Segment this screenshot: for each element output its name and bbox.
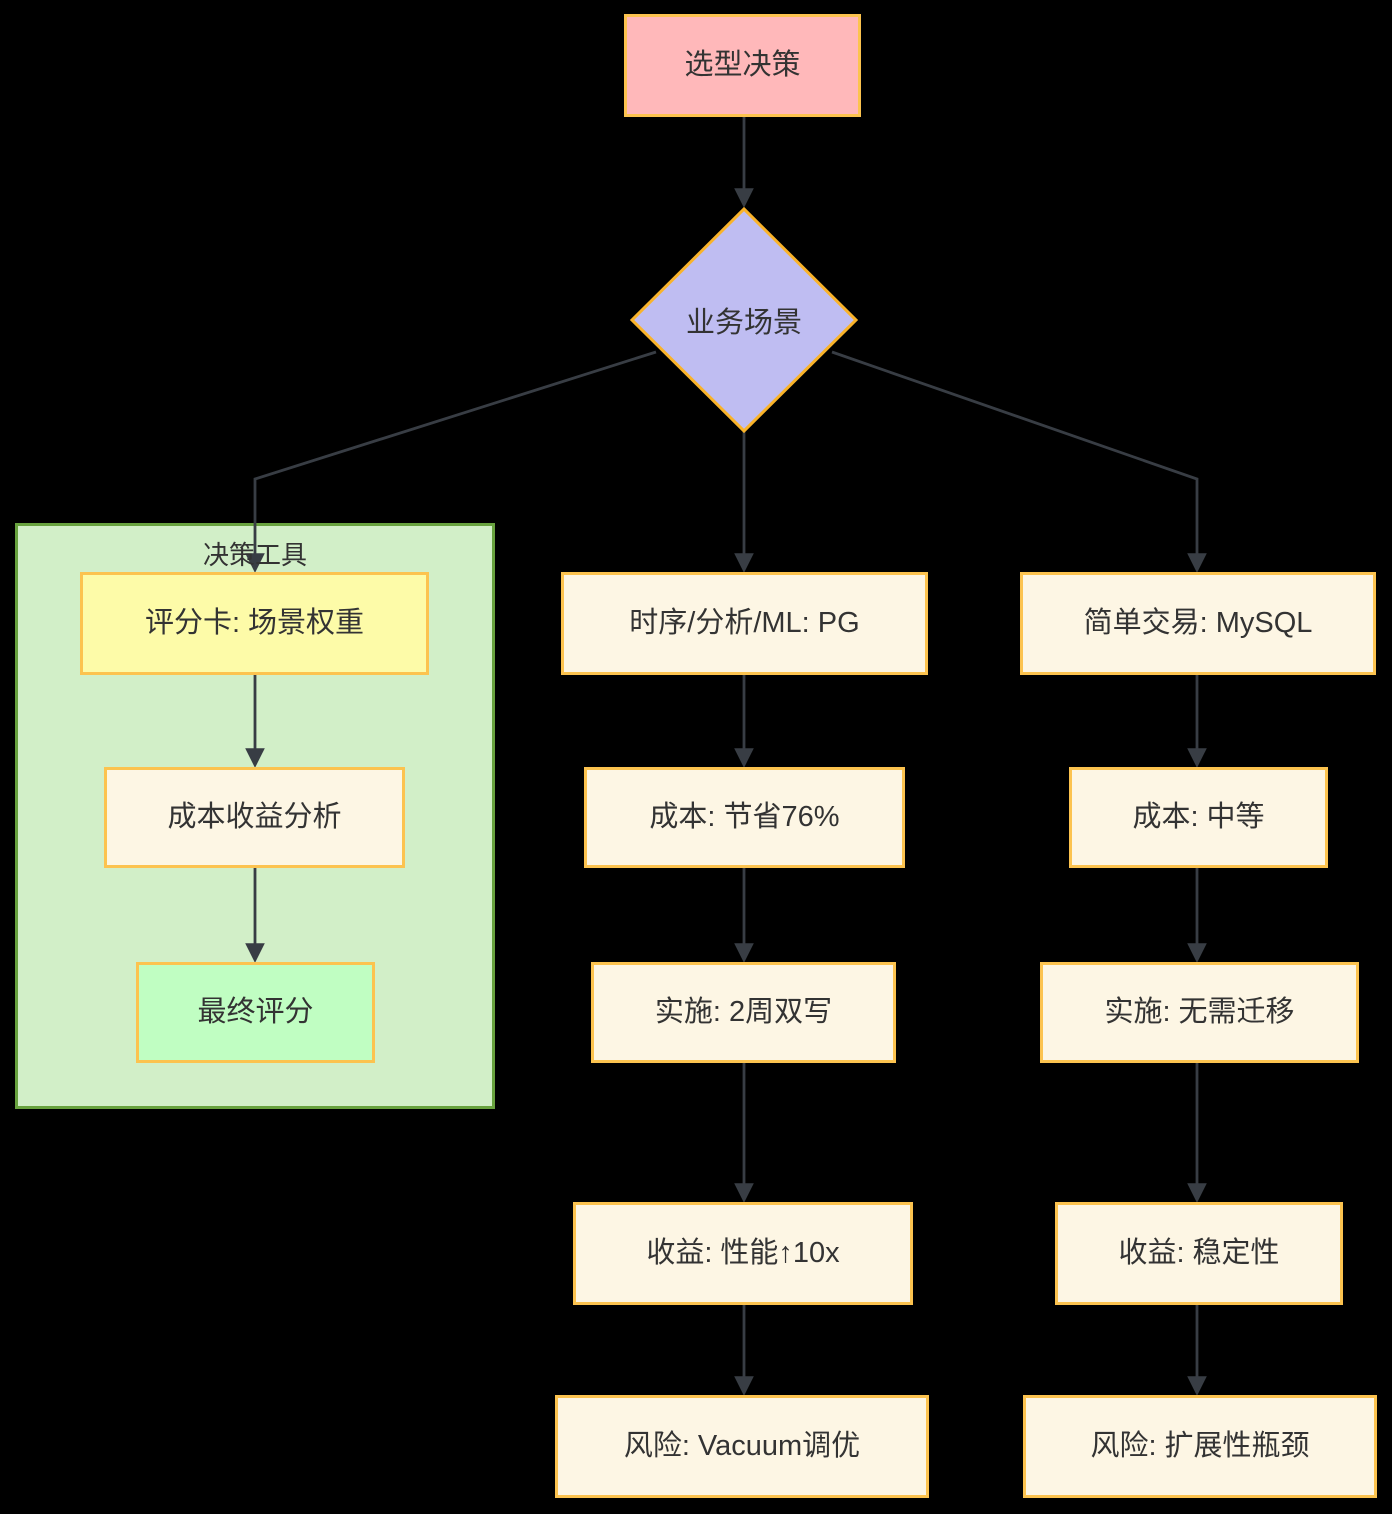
mysql-node-cost: 成本: 中等: [1069, 767, 1328, 868]
pg-node-benefit: 收益: 性能↑10x: [573, 1202, 913, 1305]
mysql-node-risk: 风险: 扩展性瓶颈: [1023, 1395, 1377, 1498]
pg-node-cost: 成本: 节省76%: [584, 767, 905, 868]
mysql-node-benefit: 收益: 稳定性: [1055, 1202, 1343, 1305]
pg-node-implementation: 实施: 2周双写: [591, 962, 896, 1063]
tools-node-cost-benefit: 成本收益分析: [104, 767, 405, 868]
root-node: 选型决策: [624, 14, 861, 117]
tools-cluster-label: 决策工具: [202, 540, 307, 570]
pg-node-risk: 风险: Vacuum调优: [555, 1395, 929, 1498]
decision-diamond-shape: [629, 206, 859, 434]
pg-node-scenario: 时序/分析/ML: PG: [561, 572, 928, 675]
edge-decision-to-tools: [245, 350, 657, 573]
edge-decision-to-mysql: [831, 350, 1207, 573]
decision-diamond-label: 业务场景: [685, 307, 802, 339]
tools-node-scorecard: 评分卡: 场景权重: [80, 572, 429, 675]
tools-node-final-score: 最终评分: [136, 962, 375, 1063]
mysql-node-implementation: 实施: 无需迁移: [1040, 962, 1359, 1063]
mysql-node-scenario: 简单交易: MySQL: [1020, 572, 1376, 675]
